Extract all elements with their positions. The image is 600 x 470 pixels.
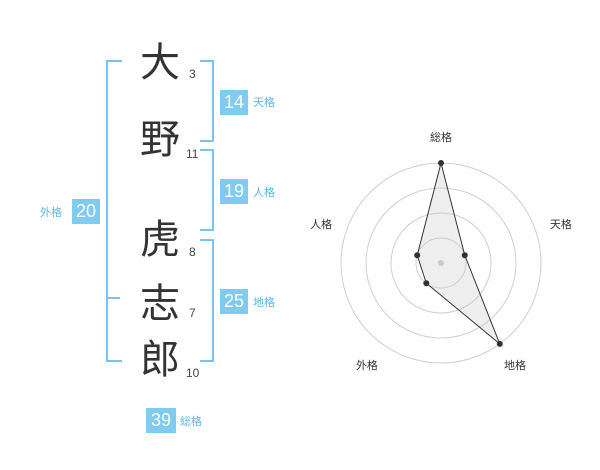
jinkaku-bracket [200,149,214,231]
soukaku-label: 総格 [180,415,202,428]
tenkaku-value: 14 [220,90,248,115]
tenkaku-bracket [200,60,214,142]
radar-ring-2 [390,212,492,314]
radar-point-3 [423,280,430,287]
radar-center [438,260,444,266]
name-char-4: 志 [140,281,180,327]
name-char-2: 野 [140,117,180,163]
chikaku-label: 地格 [253,296,275,309]
radar-axis-label-0: 総格 [430,130,452,144]
gaikaku-bracket [106,60,122,362]
jinkaku-label: 人格 [253,186,275,199]
radar-point-0 [438,160,444,166]
gaikaku-label: 外格 [40,206,62,219]
name-char-1: 大 [140,40,180,86]
stroke-count-3: 8 [189,245,196,259]
name-char-3: 虎 [140,217,180,263]
stroke-count-2: 11 [186,147,199,161]
stroke-count-5: 10 [186,366,200,380]
radar-point-1 [461,252,468,259]
soukaku-value: 39 [146,408,176,433]
radar-point-2 [496,340,503,347]
gaikaku-value: 20 [72,199,100,224]
gaikaku-bracket-tick [106,297,120,299]
radar-ring-1 [415,237,467,289]
radar-series [416,162,501,345]
jinkaku-value: 19 [220,179,248,204]
name-char-5: 郎 [140,337,180,383]
radar-axis-label-2: 地格 [504,358,526,372]
radar-axis-label-1: 天格 [550,217,572,231]
radar-ring-3 [365,187,517,339]
radar-point-4 [414,252,421,259]
stroke-count-4: 7 [189,306,196,320]
stroke-count-1: 3 [189,67,196,81]
radar-axis-label-3: 外格 [356,358,378,372]
tenkaku-label: 天格 [253,96,275,109]
chikaku-value: 25 [220,289,248,314]
chikaku-bracket [200,239,214,362]
radar-axis-label-4: 人格 [310,217,332,231]
